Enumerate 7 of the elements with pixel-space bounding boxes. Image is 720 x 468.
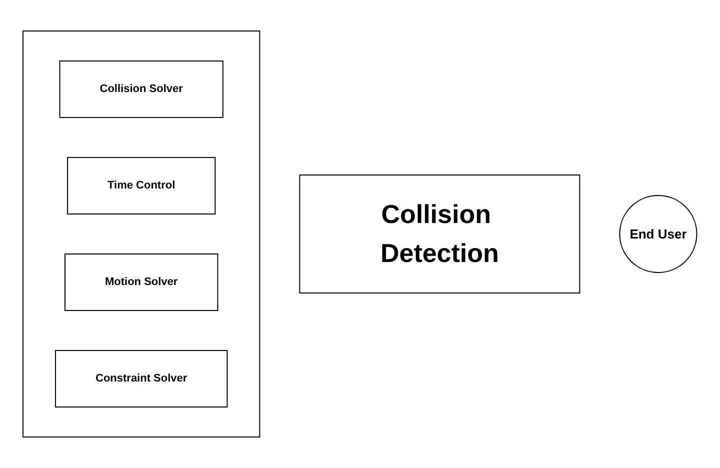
node-box: Collision Detection — [299, 174, 580, 294]
node-box: Time Control — [67, 157, 216, 214]
node-box: Collision Solver — [59, 60, 224, 118]
node-box: Constraint Solver — [55, 350, 228, 408]
node-box: Motion Solver — [64, 254, 218, 311]
cluster — [22, 30, 260, 438]
node-circle: End User — [619, 194, 698, 274]
